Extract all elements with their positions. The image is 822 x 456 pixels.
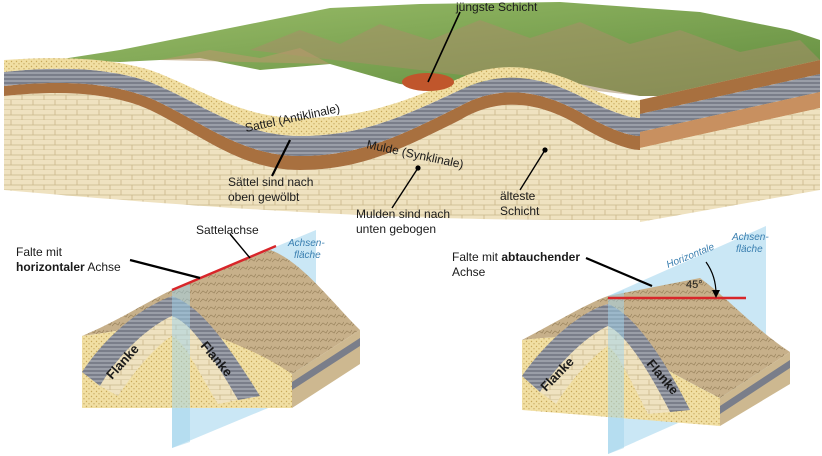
youngest-layer-label: jüngste Schicht: [455, 0, 538, 14]
sand-layer: [4, 58, 640, 136]
right-angle-label: 45°: [686, 279, 703, 291]
oldest-layer-line1: älteste: [500, 189, 536, 203]
grey-layer: [4, 68, 640, 156]
right-fold-title-pre: Falte mit: [452, 250, 501, 264]
left-fold-title-rest: Achse: [85, 260, 121, 274]
left-fold: Falte mit horizontaler Achse Sattelachse…: [16, 223, 360, 448]
left-plane-label-2: fläche: [294, 250, 321, 261]
left-fold-title-line1: Falte mit: [16, 245, 63, 259]
left-fold-axis-label: Sattelachse: [196, 223, 259, 237]
top-block: jüngste Schicht Sattel (Antiklinale) Mul…: [4, 0, 820, 236]
left-plane-label-1: Achsen-: [287, 238, 325, 249]
right-fold-title-bold: abtauchender: [501, 250, 580, 264]
left-fold-title-line2: horizontaler Achse: [16, 260, 121, 274]
right-plane-label-2: fläche: [736, 244, 763, 255]
syncline-note-line2: unten gebogen: [356, 222, 436, 236]
right-fold-title-line1: Falte mit abtauchender: [452, 250, 580, 264]
left-fold-axis: [171, 244, 277, 292]
anticline-note-line2: oben gewölbt: [228, 190, 300, 204]
right-plane-label-1: Achsen-: [731, 232, 769, 243]
right-fold: Falte mit abtauchender Achse Horizontale…: [452, 226, 790, 454]
left-fold-title-bold: horizontaler: [16, 260, 85, 274]
anticline-note-line1: Sättel sind nach: [228, 175, 313, 189]
right-fold-title-line2: Achse: [452, 265, 486, 279]
oldest-layer-line2: Schicht: [500, 204, 540, 218]
brown-layer: [4, 82, 640, 170]
limestone-layer: [4, 92, 640, 221]
syncline-note-line1: Mulden sind nach: [356, 207, 450, 221]
